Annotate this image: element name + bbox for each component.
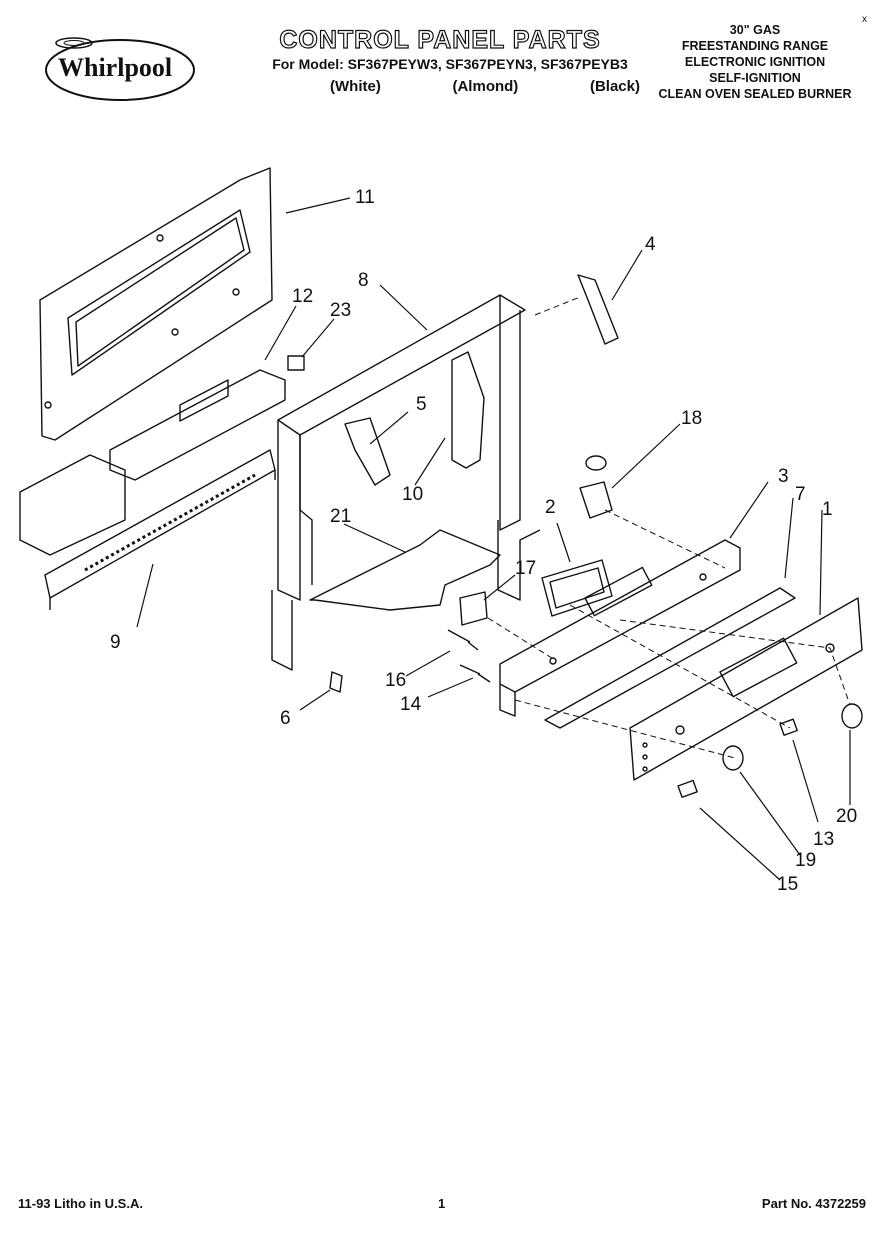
part-11-rear-shield: [39, 167, 273, 441]
part-2-display-window: [541, 559, 613, 617]
callout-9: 9: [110, 632, 121, 653]
callout-5: 5: [416, 394, 427, 415]
variant-white: (White): [330, 78, 381, 95]
part-21-heat-shield: [309, 529, 501, 611]
part-20-knob: [841, 703, 863, 729]
page-number: 1: [438, 1196, 446, 1211]
model-numbers: For Model: SF367PEYW3, SF367PEYN3, SF367…: [272, 56, 628, 72]
part-8-console-frame: [271, 294, 541, 671]
page-title: CONTROL PANEL PARTS: [279, 25, 601, 54]
spec-line: SELF-IGNITION: [709, 71, 801, 85]
callout-12: 12: [292, 286, 313, 307]
part-19-knob: [722, 745, 744, 771]
callout-20: 20: [836, 806, 857, 827]
callout-18: 18: [681, 408, 702, 429]
part-12-bracket: [109, 369, 286, 481]
part-number: Part No. 4372259: [761, 1196, 866, 1211]
leader-lines: [136, 197, 851, 881]
part-9-vent-channel: [19, 449, 276, 610]
part-14-screw: [459, 664, 491, 683]
part-3-mounting-bracket: [499, 539, 741, 717]
print-date: 11-93 Litho in U.S.A.: [18, 1196, 143, 1211]
callout-23: 23: [330, 300, 351, 321]
product-spec: 30" GAS FREESTANDING RANGE ELECTRONIC IG…: [640, 22, 870, 102]
part-17-relay: [459, 591, 488, 626]
callout-14: 14: [400, 694, 422, 715]
part-7-trim-strip: [544, 587, 796, 729]
callout-17: 17: [515, 558, 536, 579]
spec-line: 30" GAS: [729, 23, 781, 37]
spec-line: FREESTANDING RANGE: [681, 39, 829, 53]
corner-mark: x: [862, 14, 867, 25]
callout-3: 3: [778, 466, 789, 487]
color-variants: (White) (Almond) (Black): [330, 78, 640, 95]
whirlpool-logo: Whirlpool: [45, 37, 195, 101]
spec-line: CLEAN OVEN SEALED BURNER: [658, 87, 852, 101]
part-16-screw: [447, 629, 479, 651]
callout-21: 21: [330, 506, 351, 527]
part-4-end-cap: [577, 274, 619, 345]
callout-15: 15: [777, 874, 798, 895]
callout-13: 13: [813, 829, 834, 850]
callout-7: 7: [795, 484, 806, 505]
part-15-button: [677, 779, 698, 798]
part-5-deflector: [344, 417, 391, 486]
callout-16: 16: [385, 670, 406, 691]
part-13-button: [779, 718, 798, 736]
callout-6: 6: [280, 708, 291, 729]
callout-8: 8: [358, 270, 369, 291]
callout-10: 10: [402, 484, 423, 505]
assembly-lines: [487, 296, 851, 759]
brand-text: Whirlpool: [58, 53, 172, 82]
part-18-switch: [579, 455, 613, 519]
callout-19: 19: [795, 850, 816, 871]
part-10-side-rail: [451, 351, 485, 469]
callout-1: 1: [822, 499, 833, 520]
callout-labels: 1 2 3 4 5 6 7 8 9 10 11 12 13 14 15 16 1…: [110, 187, 857, 895]
callout-2: 2: [545, 497, 556, 518]
part-23-clip: [287, 355, 305, 371]
callout-11: 11: [355, 187, 375, 208]
callout-4: 4: [645, 234, 656, 255]
variant-almond: (Almond): [452, 78, 519, 95]
part-6-clip: [329, 671, 343, 693]
variant-black: (Black): [589, 78, 640, 95]
spec-line: ELECTRONIC IGNITION: [684, 55, 826, 69]
